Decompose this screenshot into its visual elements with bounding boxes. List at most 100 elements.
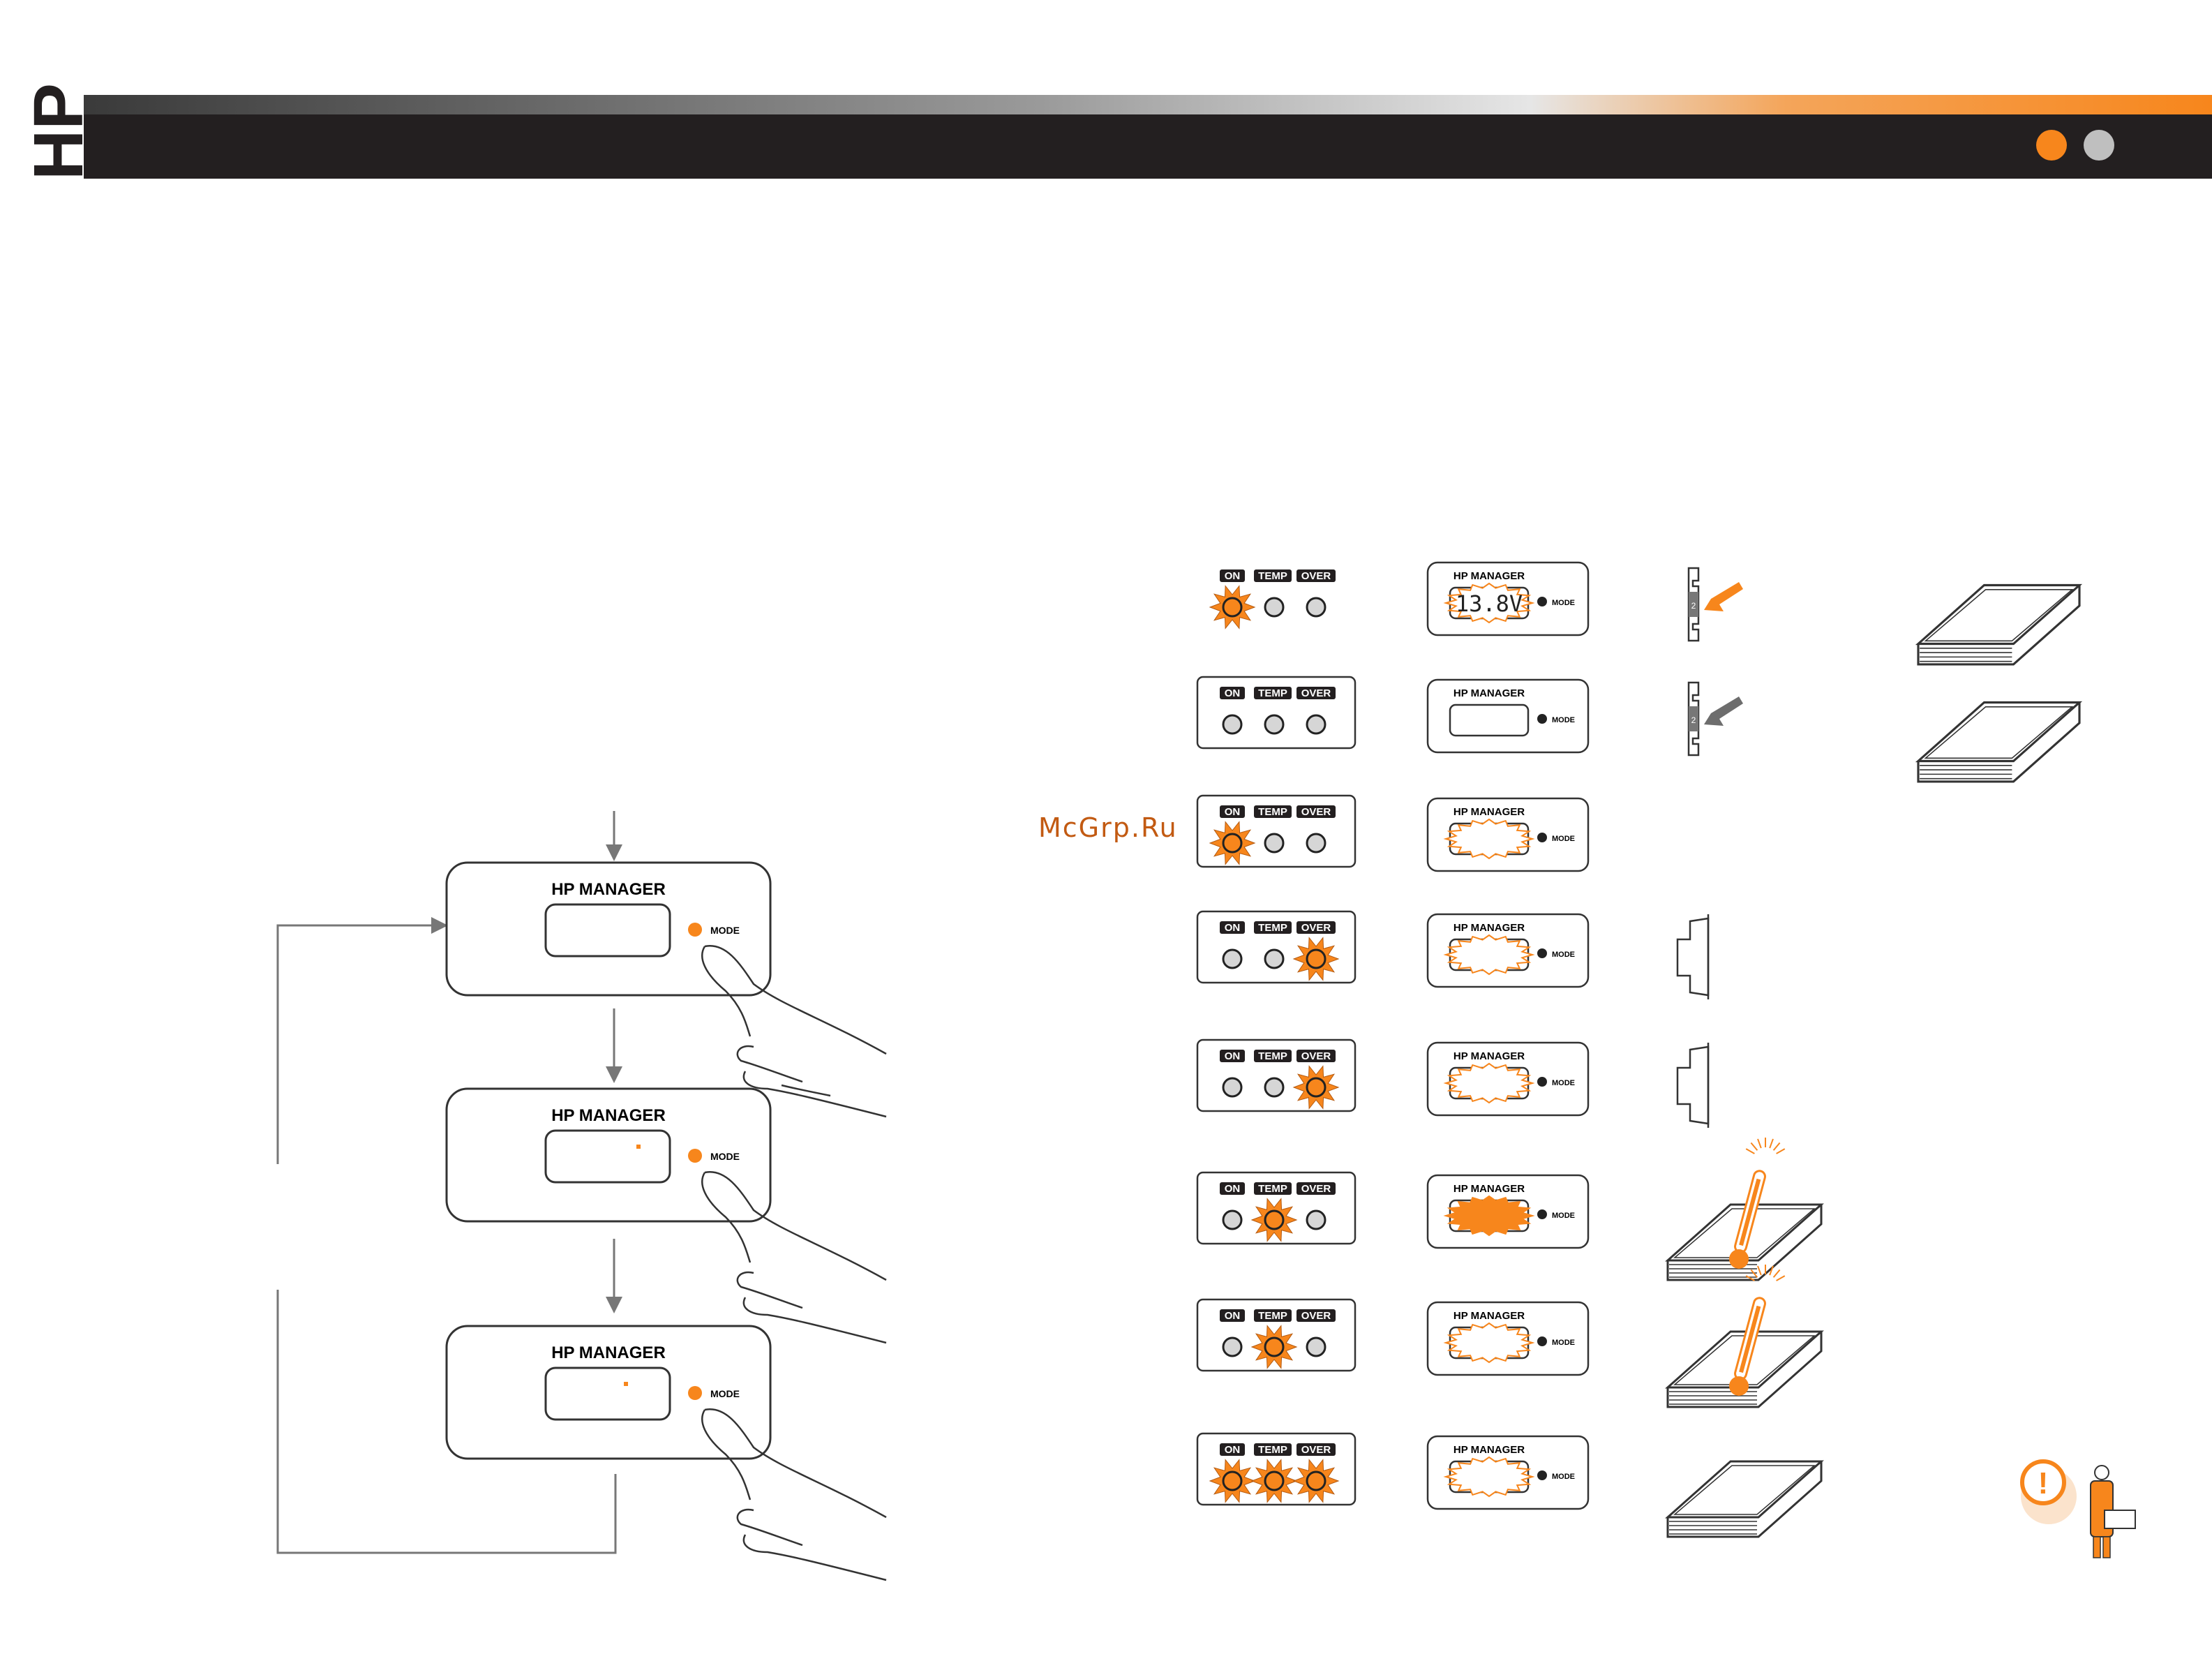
temp-led (1264, 1470, 1285, 1491)
on-led (1222, 948, 1243, 969)
hand-icon (701, 944, 887, 1118)
on-led (1222, 597, 1243, 618)
led-label-bg (1296, 1309, 1336, 1322)
mini-panel-title: HP MANAGER (1454, 806, 1525, 818)
led-label-bg (1296, 569, 1336, 582)
speaker-icon (1676, 1043, 1710, 1128)
svg-text:HP: HP (20, 83, 98, 180)
led-label-bg (1220, 805, 1245, 818)
led-label-bg (1220, 921, 1245, 934)
speaker-icon (1676, 914, 1710, 999)
temp-led (1264, 1336, 1285, 1357)
fuse-icon: 2 (1687, 567, 1743, 642)
manager-panel-step3: HP MANAGER MODE (445, 1325, 772, 1460)
header-band (82, 95, 2212, 179)
mode-button (1537, 833, 1547, 842)
mode-label: MODE (710, 925, 740, 936)
thermometer-icon (1665, 1138, 1824, 1281)
on-led (1222, 714, 1243, 735)
svg-text:2: 2 (1691, 601, 1696, 611)
led-label: OVER (1301, 806, 1331, 818)
temp-led (1264, 1077, 1285, 1098)
watermark: McGrp.Ru (1038, 812, 1178, 843)
mode-label: MODE (1552, 835, 1575, 843)
temp-led (1264, 833, 1285, 854)
led-label: ON (1225, 1183, 1241, 1195)
led-label: OVER (1301, 570, 1331, 582)
mini-panel-title: HP MANAGER (1454, 1183, 1525, 1195)
led-label: OVER (1301, 922, 1331, 934)
mode-button (688, 923, 702, 937)
svg-text:2: 2 (1691, 715, 1696, 725)
voltage-readout: 13.8V (1456, 590, 1523, 617)
led-label-bg (1296, 1443, 1336, 1456)
mode-label: MODE (1552, 716, 1575, 724)
mini-panel-title: HP MANAGER (1454, 922, 1525, 934)
led-label: ON (1225, 1310, 1241, 1322)
temp-led (1264, 597, 1285, 618)
mini-panel-title: HP MANAGER (1454, 570, 1525, 582)
on-led (1222, 1470, 1243, 1491)
led-label: TEMP (1258, 687, 1287, 699)
led-label: TEMP (1258, 1183, 1287, 1195)
led-label: ON (1225, 922, 1241, 934)
display-flash (1443, 582, 1535, 624)
manager-panel-step1: HP MANAGER MODE (445, 861, 772, 997)
mode-button (1537, 1209, 1547, 1219)
over-led (1306, 1336, 1327, 1357)
led-label-bg (1254, 569, 1292, 582)
led-label-bg (1220, 1443, 1245, 1456)
mode-button (1537, 1470, 1547, 1480)
amplifier-icon (1915, 701, 2083, 783)
over-led (1306, 1470, 1327, 1491)
gray-dot-icon (2084, 130, 2114, 161)
display-flash (1443, 1456, 1535, 1498)
svg-text:HP MANAGER: HP MANAGER (551, 1343, 666, 1362)
led-label: TEMP (1258, 570, 1287, 582)
display-flash (1443, 818, 1535, 860)
over-led (1306, 1077, 1327, 1098)
led-label-bg (1254, 1443, 1292, 1456)
mode-label: MODE (1552, 599, 1575, 607)
mode-button (1537, 948, 1547, 958)
led-label: OVER (1301, 1050, 1331, 1062)
arrow-icon (1704, 582, 1743, 611)
led-label: OVER (1301, 1183, 1331, 1195)
mode-button (688, 1149, 702, 1163)
led-label: ON (1225, 570, 1241, 582)
mini-panel-title: HP MANAGER (1454, 1444, 1525, 1456)
led-label-bg (1296, 687, 1336, 699)
led-label: ON (1225, 687, 1241, 699)
over-led (1306, 714, 1327, 735)
hp-logo: HP (20, 59, 98, 180)
led-label: ON (1225, 1444, 1241, 1456)
led-label-bg (1296, 805, 1336, 818)
mode-label: MODE (710, 1151, 740, 1162)
led-label: TEMP (1258, 1050, 1287, 1062)
mode-label: MODE (1552, 1339, 1575, 1347)
hand-icon (701, 1170, 887, 1344)
on-led (1222, 1336, 1243, 1357)
led-label: TEMP (1258, 922, 1287, 934)
led-label: OVER (1301, 1444, 1331, 1456)
led-label-bg (1296, 921, 1336, 934)
mode-flow-diagram (276, 811, 622, 1554)
arrow-icon (1704, 697, 1743, 726)
over-led (1306, 948, 1327, 969)
amplifier-icon (1915, 583, 2083, 666)
fuse-icon: 2 (1687, 681, 1743, 757)
manager-panel-step2: HP MANAGER MODE (445, 1087, 772, 1223)
mini-panel-title: HP MANAGER (1454, 1310, 1525, 1322)
mode-button (1537, 714, 1547, 724)
mode-button (1537, 1077, 1547, 1087)
panel-title: HP MANAGER (551, 880, 666, 899)
svg-text:HP MANAGER: HP MANAGER (551, 1106, 666, 1125)
led-label-bg (1254, 805, 1292, 818)
mini-panel-title: HP MANAGER (1454, 1050, 1525, 1062)
over-led (1306, 833, 1327, 854)
